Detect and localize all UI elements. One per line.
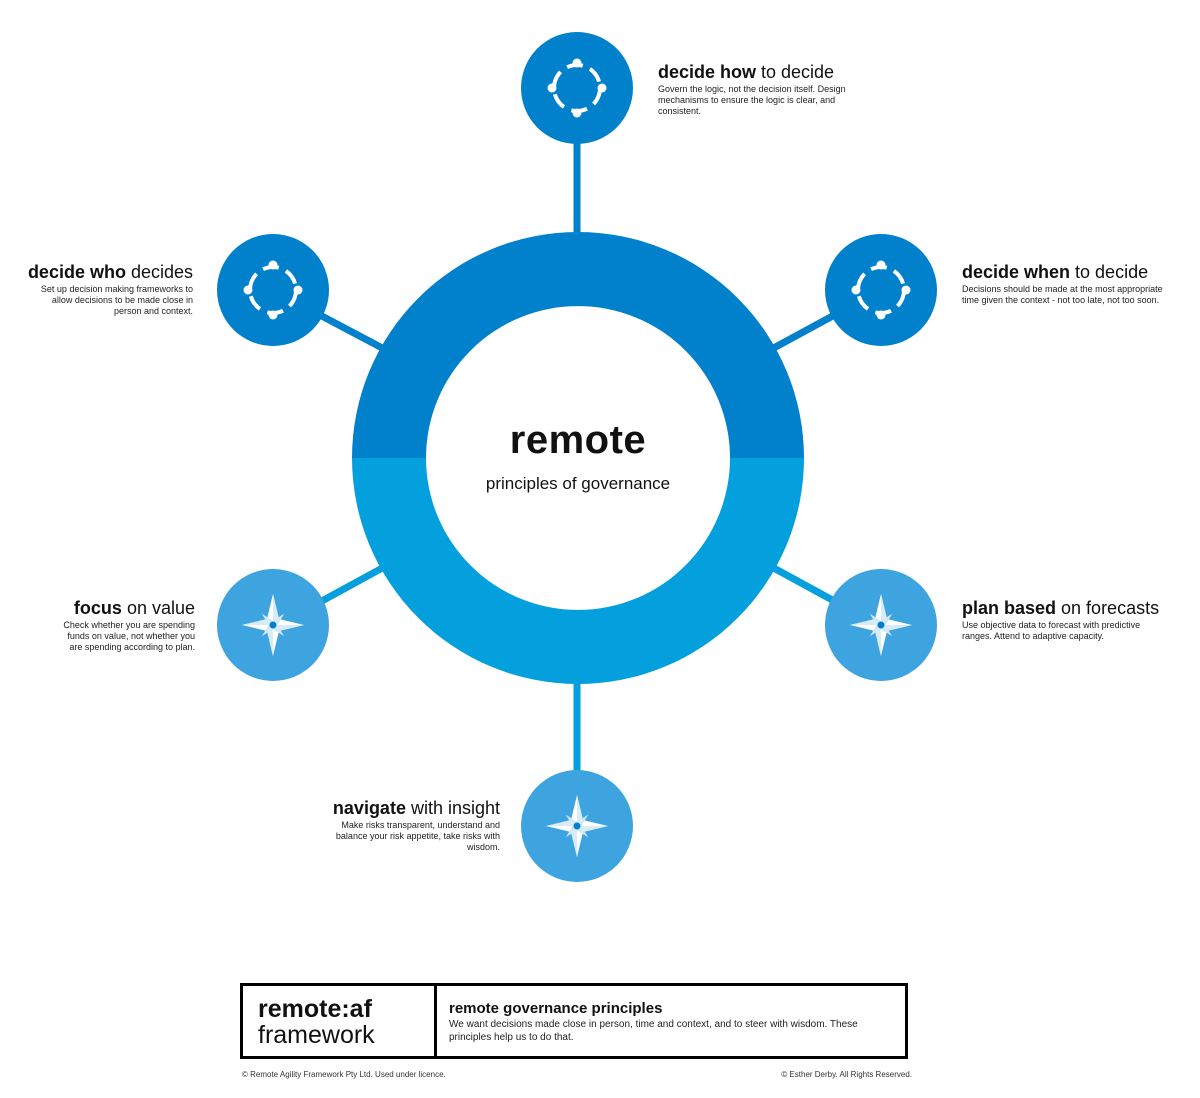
node-plan <box>825 569 937 681</box>
label-how: decide how to decide Govern the logic, n… <box>658 62 858 117</box>
label-when-heading: decide when to decide <box>962 262 1177 282</box>
label-navigate: navigate with insight Make risks transpa… <box>300 798 500 853</box>
connector-who <box>316 310 388 354</box>
label-when-desc: Decisions should be made at the most app… <box>962 284 1163 305</box>
label-who-bold: decide who <box>27 262 126 282</box>
footer-text: remote governance principles We want dec… <box>437 986 889 1056</box>
node-when <box>825 234 937 346</box>
label-focus: focus on value Check whether you are spe… <box>0 598 195 653</box>
label-when-rest: to decide <box>1070 262 1149 282</box>
label-focus-bold: focus <box>73 598 122 618</box>
node-when-circle <box>825 234 937 346</box>
center-title: remote <box>509 418 647 462</box>
label-plan-desc: Use objective data to forecast with pred… <box>962 620 1141 641</box>
label-who-heading: decide who decides <box>0 262 193 282</box>
ring-top-half <box>352 232 804 458</box>
dotted-circle-icon <box>851 260 911 320</box>
label-who: decide who decides Set up decision makin… <box>0 262 193 317</box>
compass-star-icon <box>546 795 608 857</box>
label-plan-heading: plan based on forecasts <box>962 598 1172 618</box>
node-who-circle <box>217 234 329 346</box>
label-when: decide when to decide Decisions should b… <box>962 262 1177 306</box>
central-ring <box>352 232 804 684</box>
label-who-desc: Set up decision making frameworks to all… <box>40 284 193 316</box>
compass-star-icon <box>850 594 912 656</box>
label-plan-bold: plan based <box>962 598 1057 618</box>
dotted-circle-icon <box>547 58 607 118</box>
node-navigate <box>521 770 633 882</box>
label-navigate-rest: with insight <box>405 798 500 818</box>
label-navigate-bold: navigate <box>332 798 406 818</box>
label-focus-rest: on value <box>121 598 195 618</box>
footer-description: We want decisions made close in person, … <box>449 1019 858 1043</box>
compass-star-icon <box>242 594 304 656</box>
label-focus-desc: Check whether you are spending funds on … <box>63 620 195 652</box>
footer-brand: remote:af framework <box>243 986 437 1056</box>
connector-focus <box>318 562 388 606</box>
center-subtitle: principles of governance <box>485 474 671 493</box>
brand-name: remote:af <box>258 995 372 1023</box>
brand-framework: framework <box>258 1021 375 1049</box>
ring-bottom-half <box>352 458 804 684</box>
label-when-bold: decide when <box>962 262 1071 282</box>
label-plan: plan based on forecasts Use objective da… <box>962 598 1172 642</box>
label-navigate-desc: Make risks transparent, understand and b… <box>335 820 500 852</box>
label-plan-rest: on forecasts <box>1056 598 1160 618</box>
dotted-circle-icon <box>243 260 303 320</box>
node-how <box>521 32 633 144</box>
node-who <box>217 234 329 346</box>
label-how-rest: to decide <box>756 62 835 82</box>
label-who-rest: decides <box>125 262 193 282</box>
connector-plan <box>768 562 838 606</box>
label-how-bold: decide how <box>658 62 757 82</box>
label-focus-heading: focus on value <box>0 598 195 618</box>
footer-title: remote governance principles <box>449 1000 663 1017</box>
connector-lines <box>316 140 842 772</box>
footer-box: remote:af framework remote governance pr… <box>240 983 908 1059</box>
connector-when <box>768 308 842 354</box>
node-how-circle <box>521 32 633 144</box>
node-focus <box>217 569 329 681</box>
label-how-heading: decide how to decide <box>658 62 858 82</box>
copyright-right: © Esther Derby. All Rights Reserved. <box>781 1070 912 1079</box>
label-how-desc: Govern the logic, not the decision itsel… <box>658 84 846 116</box>
copyright-left: © Remote Agility Framework Pty Ltd. Used… <box>242 1070 446 1079</box>
label-navigate-heading: navigate with insight <box>300 798 500 818</box>
